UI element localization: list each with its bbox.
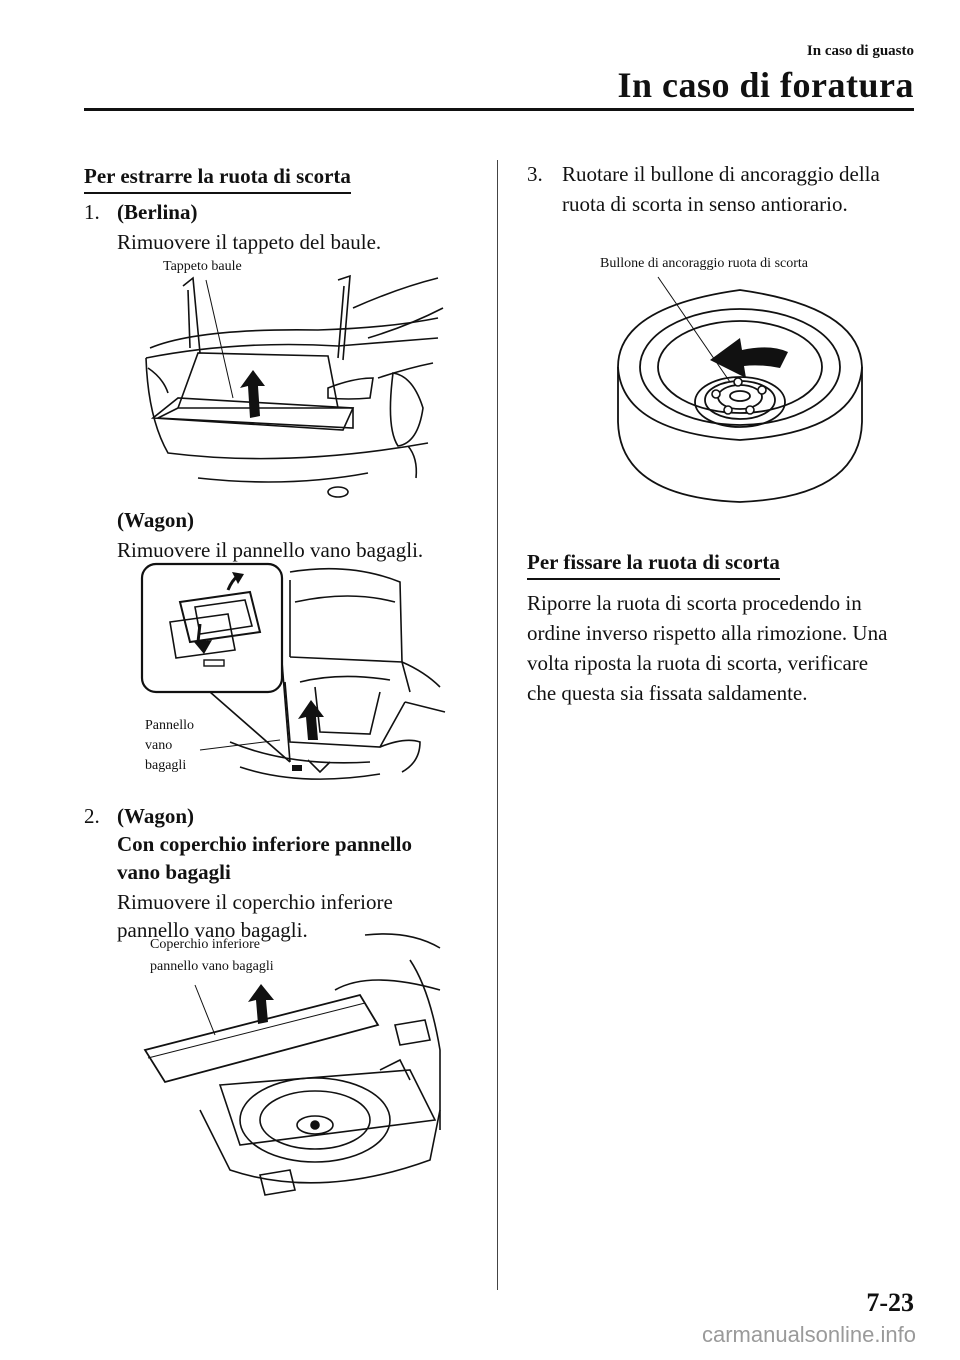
step-3-number: 3.	[527, 162, 543, 186]
step-2-title: (Wagon)	[117, 804, 195, 828]
label-luggage-panel-1: Pannello	[145, 718, 194, 733]
step-2-subtitle-2: vano bagagli	[117, 860, 231, 884]
step-3-text-1: Ruotare il bullone di ancoraggio della	[562, 162, 880, 186]
label-lower-cover-1: Coperchio inferiore	[150, 937, 261, 952]
step-1-sedan-text: Rimuovere il tappeto del baule.	[117, 230, 382, 254]
section-heading-secure: Per fissare la ruota di scorta	[527, 550, 780, 580]
header-rule	[84, 108, 914, 111]
paragraph-line-1: Riporre la ruota di scorta procedendo in	[527, 591, 862, 615]
label-trunk-mat: Tappeto baule	[163, 259, 242, 274]
step-1-wagon-title: (Wagon)	[117, 508, 195, 532]
section-heading-extract: Per estrarre la ruota di scorta	[84, 164, 351, 194]
step-2-text-2: pannello vano bagagli.	[117, 918, 308, 942]
page-title: In caso di foratura	[617, 65, 914, 105]
paragraph-line-4: che questa sia fissata saldamente.	[527, 681, 808, 705]
step-2-number: 2.	[84, 804, 100, 828]
wagon-luggage-illustration	[140, 562, 446, 780]
label-anchor-bolt: Bullone di ancoraggio ruota di scorta	[600, 256, 808, 271]
paragraph-line-3: volta riposta la ruota di scorta, verifi…	[527, 651, 869, 675]
step-1-number: 1.	[84, 200, 100, 224]
step-3-text-2: ruota di scorta in senso antiorario.	[562, 192, 848, 216]
label-luggage-panel-3: bagagli	[145, 758, 187, 773]
page-number: 7-23	[866, 1288, 914, 1317]
step-2-subtitle-1: Con coperchio inferiore pannello	[117, 832, 412, 856]
spare-wheel-illustration	[617, 276, 863, 503]
step-1-wagon-text: Rimuovere il pannello vano bagagli.	[117, 538, 424, 562]
header-section: In caso di guasto	[806, 43, 914, 59]
watermark: carmanualsonline.info	[701, 1322, 916, 1347]
step-2-text-1: Rimuovere il coperchio inferiore	[117, 890, 393, 914]
step-1-sedan-title: (Berlina)	[117, 200, 198, 224]
lower-cover-illustration	[143, 933, 441, 1196]
sedan-trunk-illustration	[145, 274, 444, 498]
label-lower-cover-2: pannello vano bagagli	[150, 959, 274, 974]
label-luggage-panel-2: vano	[145, 738, 173, 753]
column-divider	[497, 160, 498, 1290]
paragraph-line-2: ordine inverso rispetto alla rimozione. …	[527, 621, 888, 645]
